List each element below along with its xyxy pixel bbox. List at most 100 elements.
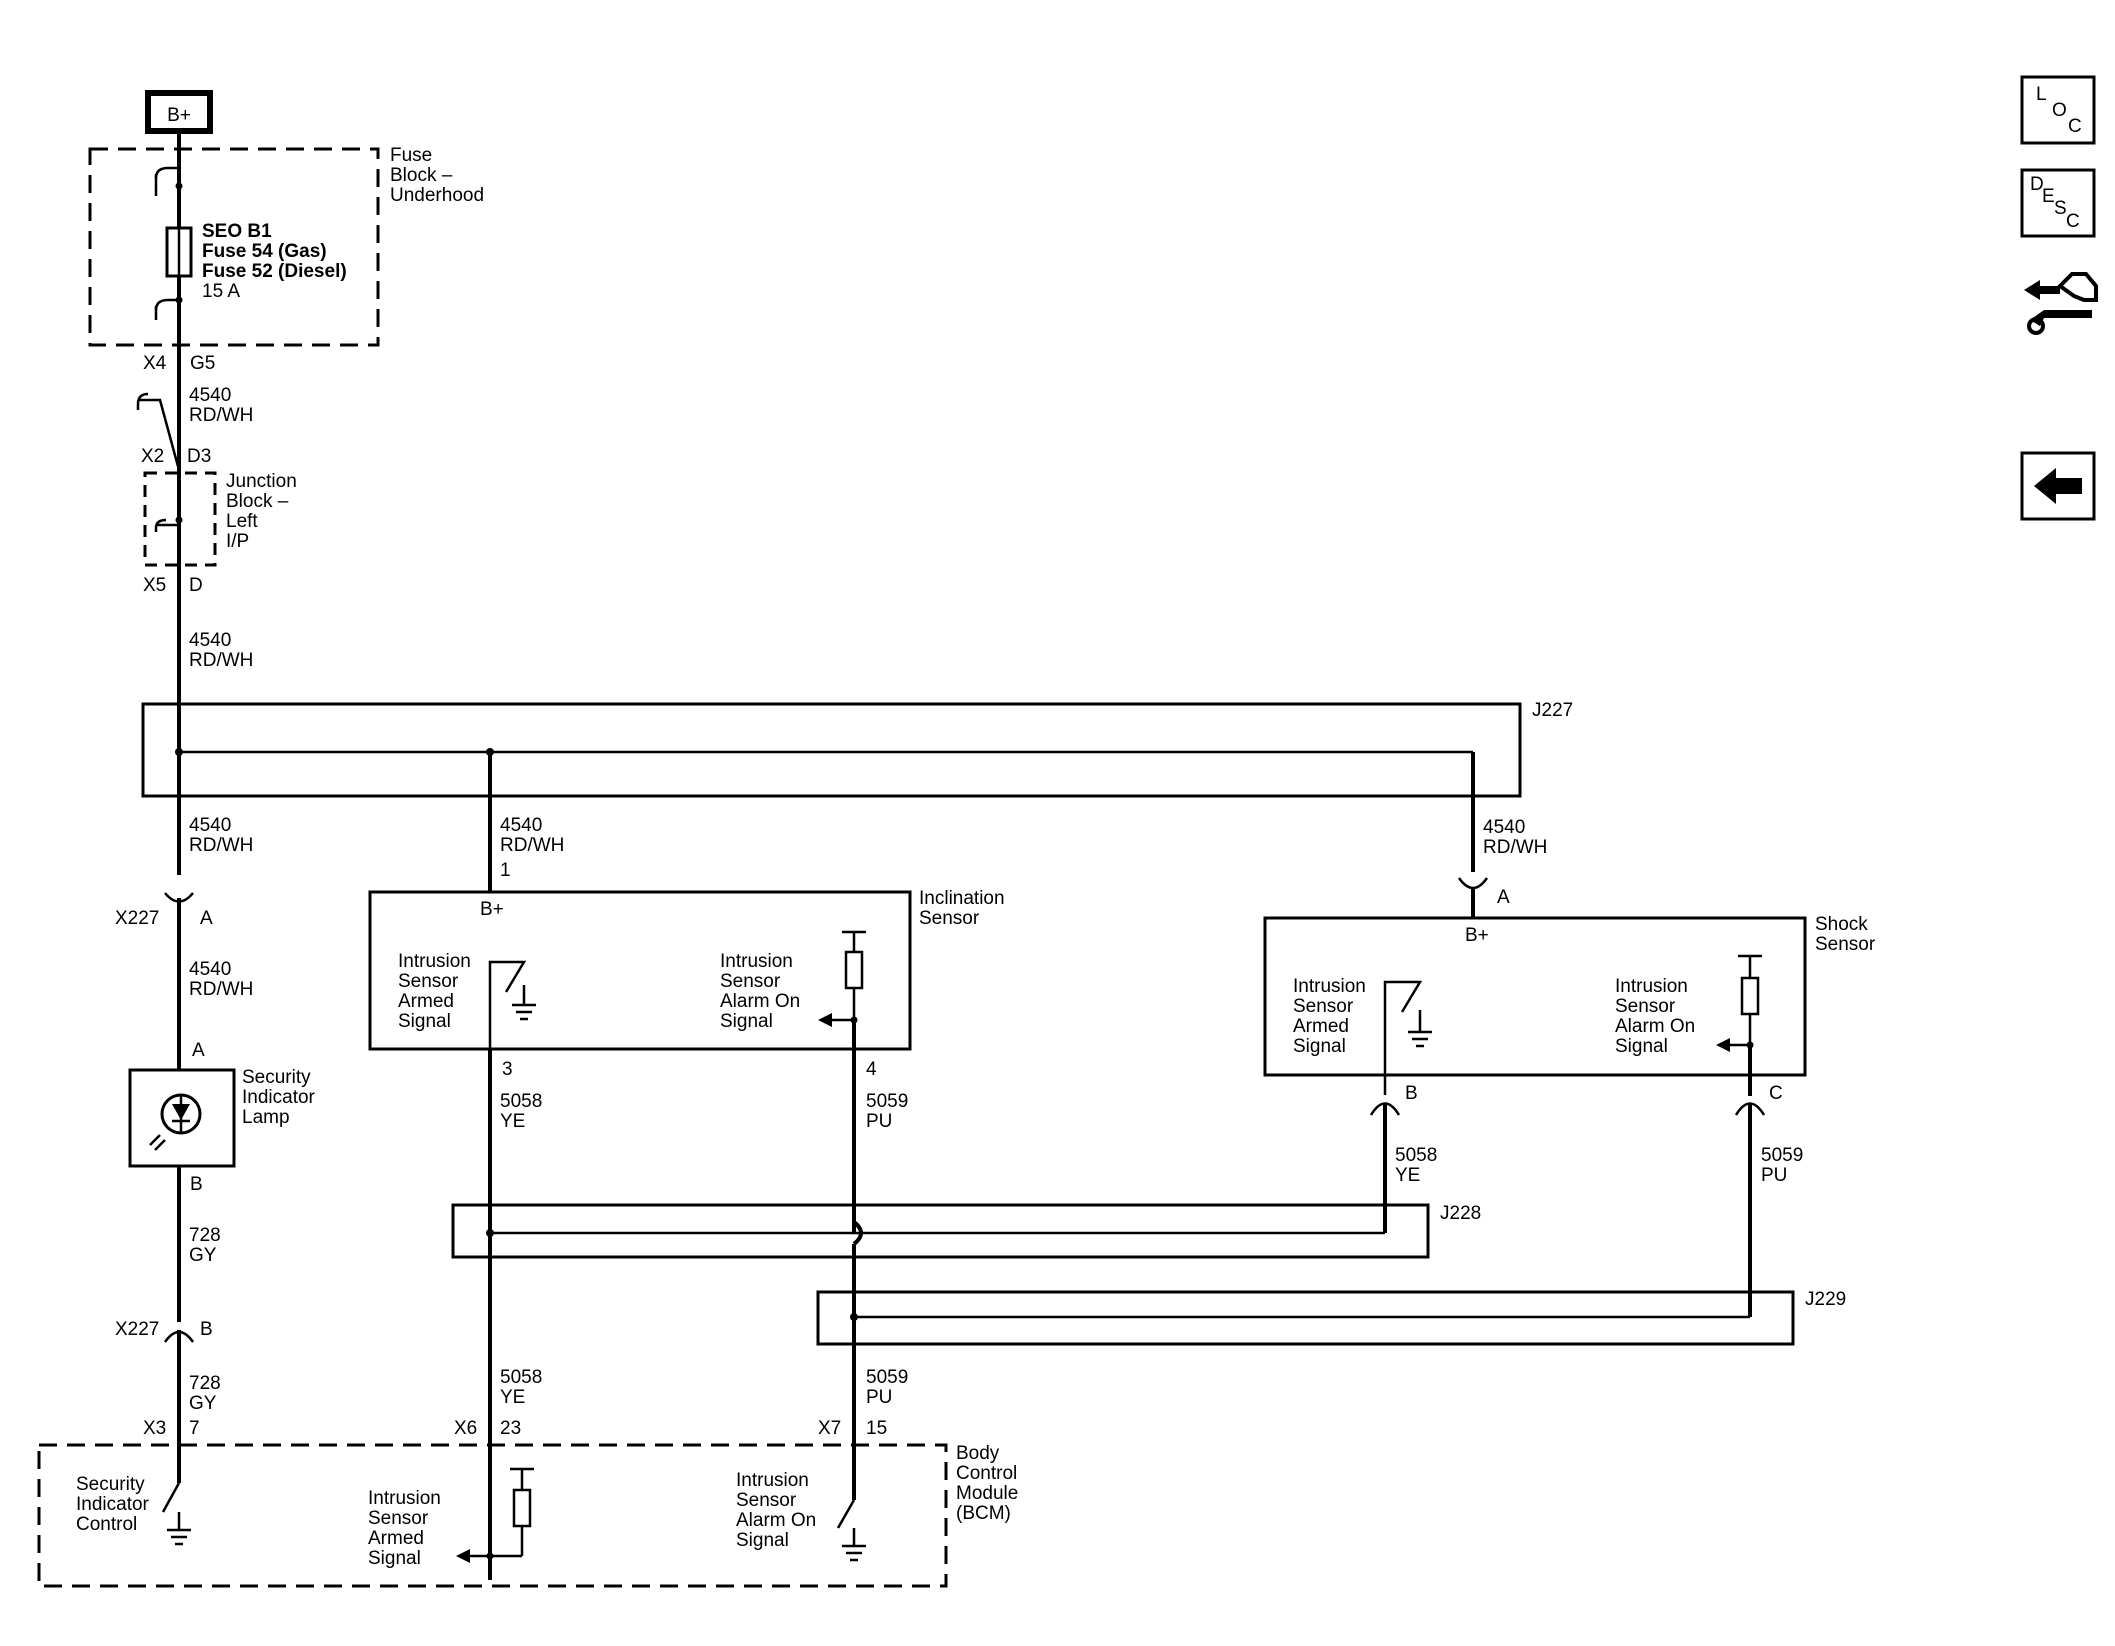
wire-label-w6: 4540 RD/WH [189, 959, 253, 1000]
bcm-pin-7-label: 7 [189, 1418, 200, 1439]
svg-text:15 A: 15 A [202, 281, 240, 302]
svg-text:Intrusion: Intrusion [720, 951, 793, 972]
svg-text:GY: GY [189, 1393, 217, 1414]
svg-text:RD/WH: RD/WH [189, 835, 253, 856]
svg-text:Sensor: Sensor [1293, 996, 1354, 1017]
connector-end-view-icon[interactable] [2024, 272, 2098, 335]
shock-connector-c [1734, 1102, 1766, 1116]
svg-text:Shock: Shock [1815, 914, 1868, 935]
location-button[interactable]: L O C [2020, 75, 2096, 145]
bcm-armed-pullup-resistor-icon [456, 1467, 534, 1563]
svg-text:Armed: Armed [368, 1528, 424, 1549]
bcm-alarm-switch-icon [836, 1499, 856, 1529]
wire-label-w1: 4540 RD/WH [189, 385, 253, 426]
svg-text:E: E [2042, 186, 2055, 207]
fuse-label: SEO B1 Fuse 54 (Gas) Fuse 52 (Diesel) 15… [202, 221, 347, 302]
wire-label-w7: 728 GY [189, 1225, 221, 1266]
wire-label-w3: 4540 RD/WH [189, 815, 253, 856]
svg-text:Intrusion: Intrusion [1615, 976, 1688, 997]
svg-text:4540: 4540 [1483, 817, 1525, 838]
svg-text:GY: GY [189, 1245, 217, 1266]
bcm-connector-x6-label: X6 [454, 1418, 477, 1439]
description-button[interactable]: D E S C [2020, 168, 2096, 238]
bcm-pin-15-label: 15 [866, 1418, 887, 1439]
bcm-armed-label: Intrusion Sensor Armed Signal [368, 1488, 441, 1569]
shock-pin-c-label: C [1769, 1083, 1783, 1104]
svg-text:Signal: Signal [1293, 1036, 1346, 1057]
svg-text:Fuse 52 (Diesel): Fuse 52 (Diesel) [202, 261, 347, 282]
shock-armed-switch-icon [1383, 980, 1423, 1095]
wire-label-w12: 5059 PU [1761, 1145, 1803, 1186]
wire-label-w14: 5059 PU [866, 1367, 908, 1408]
svg-text:Intrusion: Intrusion [398, 951, 471, 972]
pin-d3-label: D3 [187, 446, 211, 467]
svg-text:Sensor: Sensor [919, 908, 980, 929]
shock-armed-label: Intrusion Sensor Armed Signal [1293, 976, 1366, 1057]
svg-text:Underhood: Underhood [390, 185, 484, 206]
svg-text:S: S [2054, 198, 2067, 219]
svg-text:Signal: Signal [368, 1548, 421, 1569]
svg-text:PU: PU [866, 1387, 892, 1408]
lamp-label: Security Indicator Lamp [242, 1067, 316, 1128]
svg-text:Alarm On: Alarm On [736, 1510, 816, 1531]
svg-text:Sensor: Sensor [368, 1508, 429, 1529]
svg-text:Control: Control [956, 1463, 1017, 1484]
shock-sensor-label: Shock Sensor [1815, 914, 1876, 955]
bcm-outline [37, 1443, 948, 1588]
svg-text:YE: YE [500, 1111, 525, 1132]
svg-text:5059: 5059 [866, 1367, 908, 1388]
svg-text:Sensor: Sensor [398, 971, 459, 992]
connector-x4-label: X4 [143, 353, 167, 374]
svg-text:RD/WH: RD/WH [189, 979, 253, 1000]
svg-text:(BCM): (BCM) [956, 1503, 1011, 1524]
svg-text:Signal: Signal [736, 1530, 789, 1551]
connector-x5-label: X5 [143, 575, 166, 596]
svg-text:5059: 5059 [1761, 1145, 1803, 1166]
inclination-pin-3-label: 3 [502, 1059, 513, 1080]
svg-text:RD/WH: RD/WH [1483, 837, 1547, 858]
svg-text:Security: Security [242, 1067, 311, 1088]
svg-text:Alarm On: Alarm On [720, 991, 800, 1012]
bcm-alarm-ground-icon [842, 1544, 866, 1562]
fuse-block-outline [88, 147, 380, 347]
connector-x227-label: X227 [115, 908, 159, 929]
svg-text:Module: Module [956, 1483, 1018, 1504]
inclination-ground-icon [512, 1003, 536, 1021]
svg-text:Indicator: Indicator [76, 1494, 150, 1515]
svg-text:Sensor: Sensor [1615, 996, 1676, 1017]
wire-label-w8: 728 GY [189, 1373, 221, 1414]
svg-text:RD/WH: RD/WH [189, 650, 253, 671]
svg-text:4540: 4540 [189, 630, 231, 651]
connector-x227-label-b: X227 [115, 1319, 159, 1340]
wire-label-w10: 5059 PU [866, 1091, 908, 1132]
svg-text:Intrusion: Intrusion [368, 1488, 441, 1509]
svg-text:4540: 4540 [189, 959, 231, 980]
svg-text:PU: PU [1761, 1165, 1787, 1186]
svg-text:Intrusion: Intrusion [1293, 976, 1366, 997]
inclination-sensor-label: Inclination Sensor [919, 888, 1005, 929]
bcm-alarm-label: Intrusion Sensor Alarm On Signal [736, 1470, 816, 1551]
back-button[interactable] [2020, 451, 2096, 521]
svg-text:5059: 5059 [866, 1091, 908, 1112]
shock-pin-a-label: A [1497, 887, 1510, 908]
pin-g5-label: G5 [190, 353, 215, 374]
wire-label-w5: 4540 RD/WH [1483, 817, 1547, 858]
pin-b-label: B [200, 1319, 213, 1340]
svg-text:SEO B1: SEO B1 [202, 221, 272, 242]
svg-text:Junction: Junction [226, 471, 297, 492]
splice-j229-label: J229 [1805, 1289, 1846, 1310]
svg-text:Inclination: Inclination [919, 888, 1005, 909]
inclination-pin-4-label: 4 [866, 1059, 877, 1080]
svg-text:Signal: Signal [398, 1011, 451, 1032]
splice-pack-j228 [451, 1203, 1430, 1259]
junction-terminal-mid [154, 518, 179, 532]
svg-text:YE: YE [500, 1387, 525, 1408]
svg-text:YE: YE [1395, 1165, 1420, 1186]
svg-text:RD/WH: RD/WH [189, 405, 253, 426]
lamp-pin-a-label: A [192, 1040, 205, 1061]
inclination-armed-label: Intrusion Sensor Armed Signal [398, 951, 471, 1032]
svg-text:O: O [2052, 100, 2067, 121]
bcm-indicator-ground-icon [167, 1528, 191, 1546]
bcm-indicator-switch-icon [161, 1482, 181, 1513]
